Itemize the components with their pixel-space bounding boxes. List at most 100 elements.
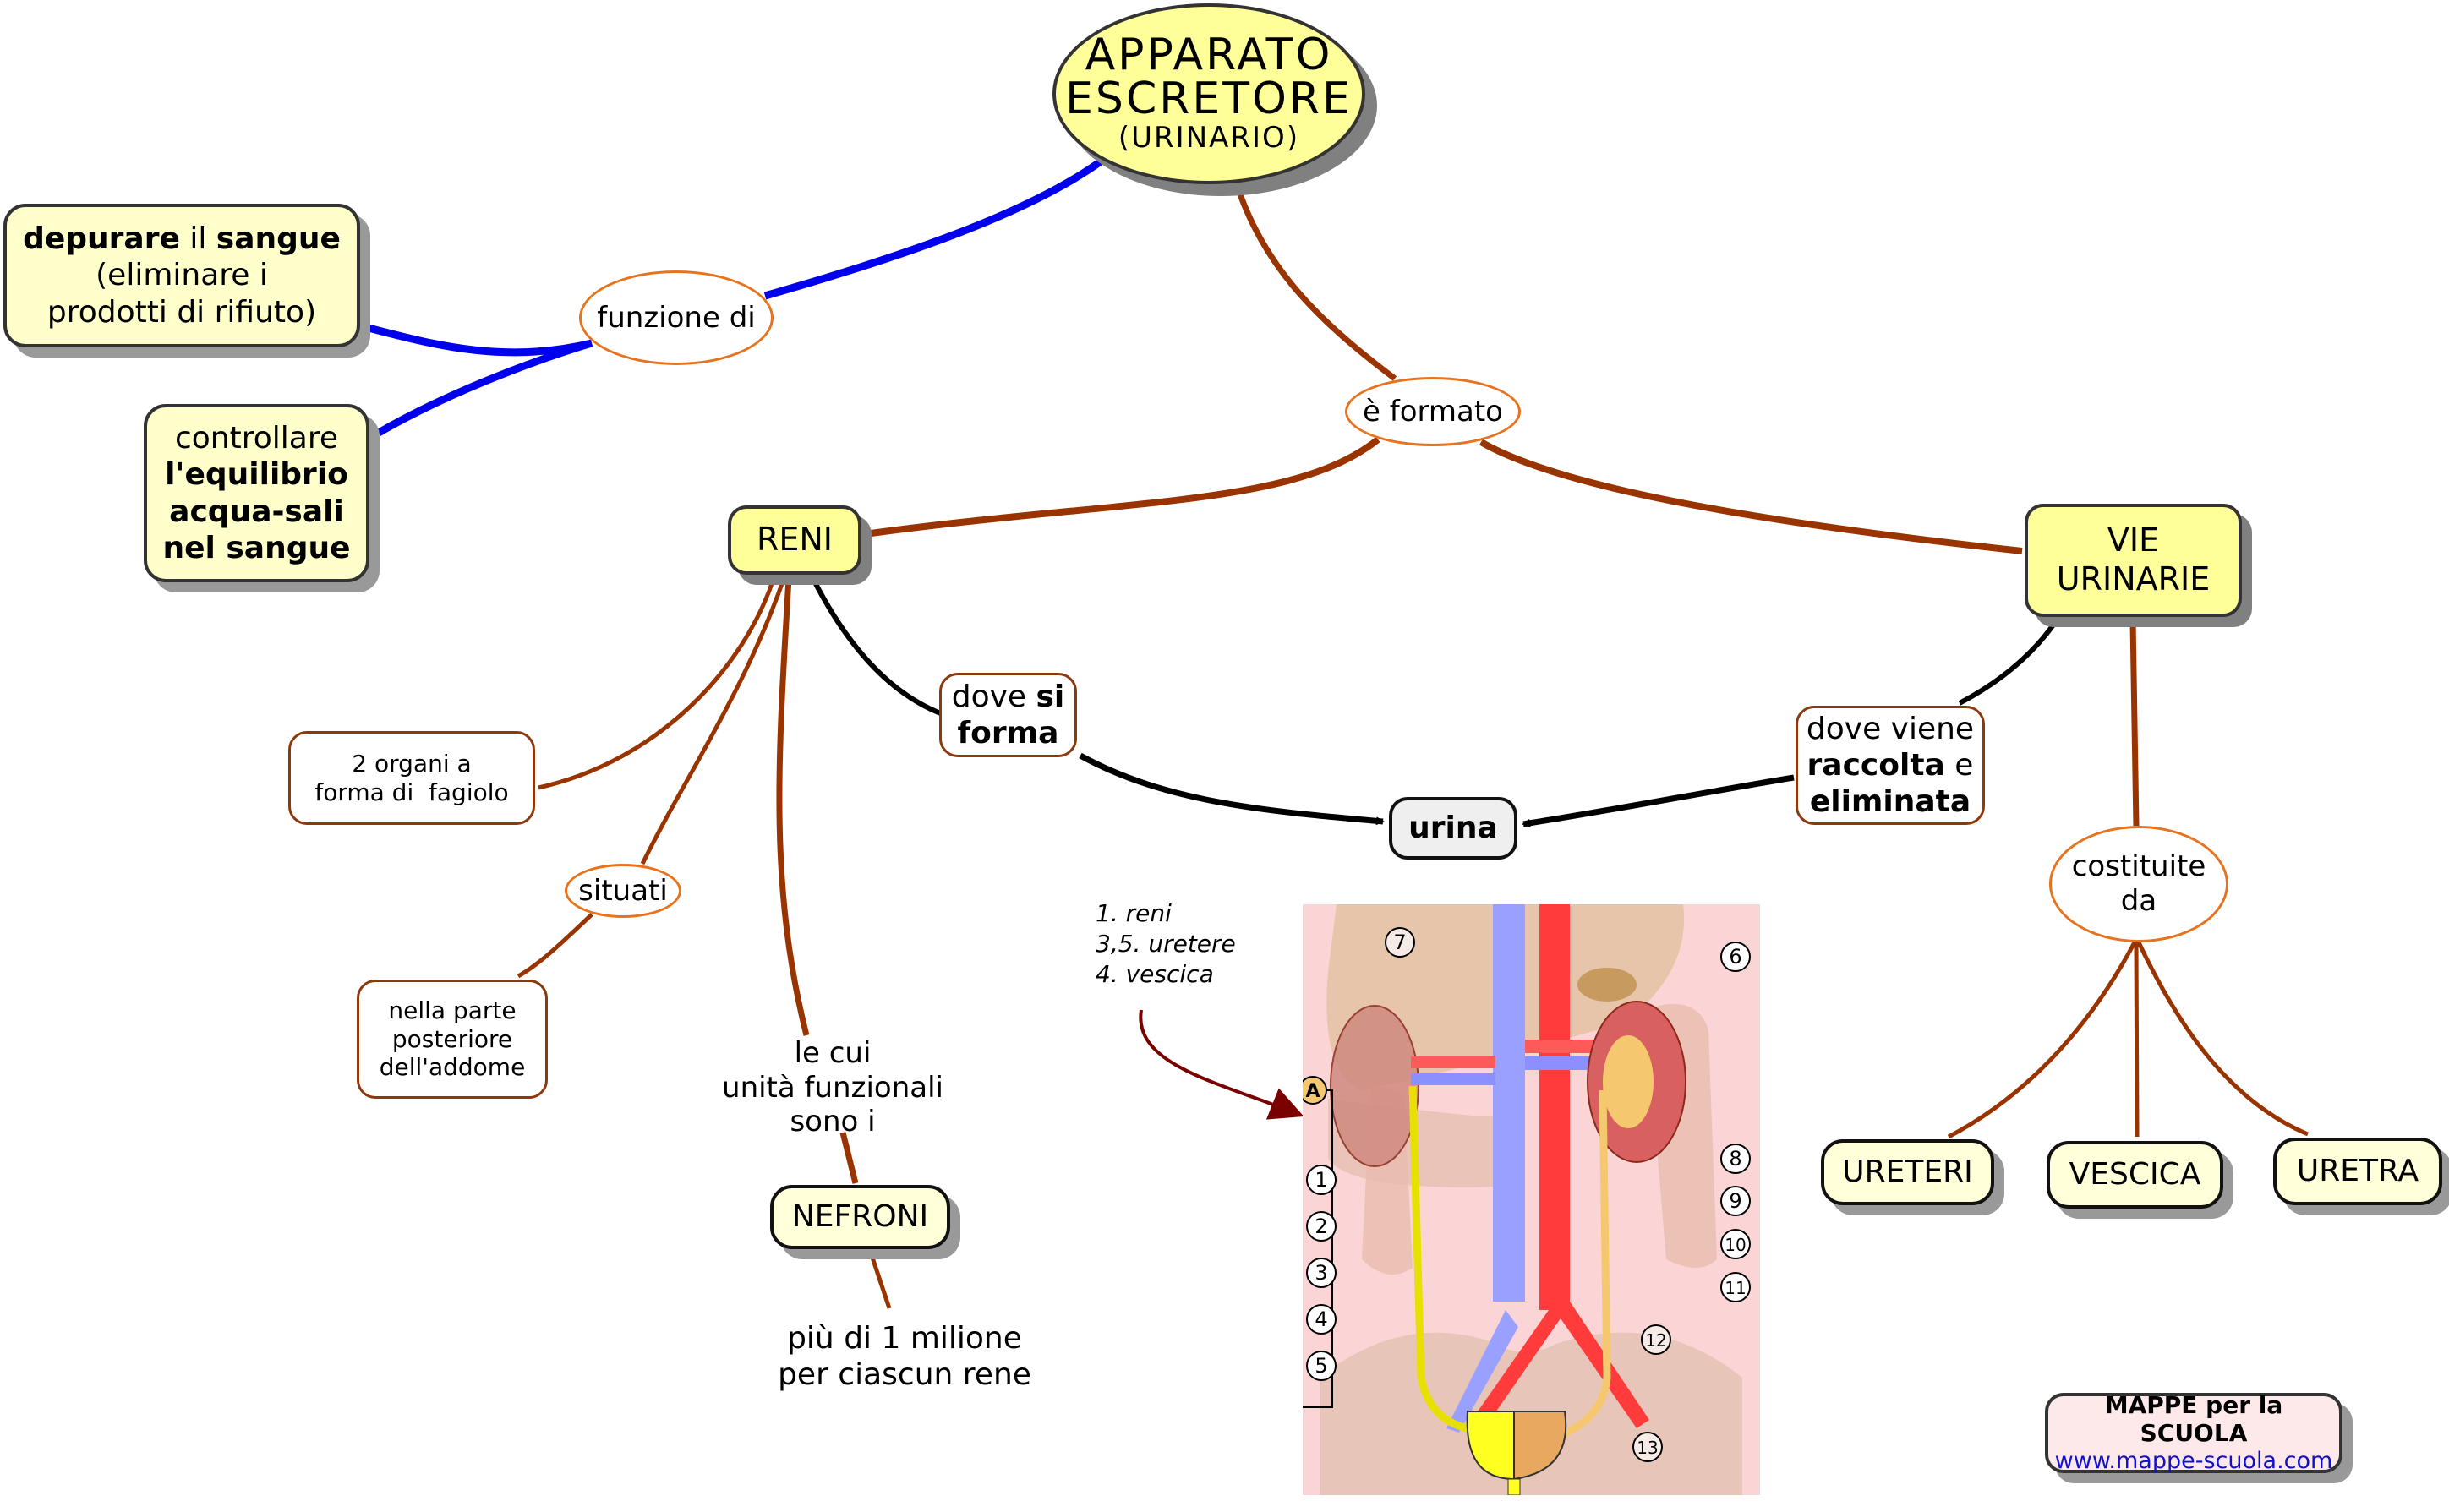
legend-line-2: 3,5. uretere [1096,929,1236,958]
label-badge-5: 5 [1306,1351,1337,1381]
link-costituite-ureteri [1947,941,2137,1139]
link-nefroni-piu [868,1252,892,1309]
main-title-node[interactable]: APPARATO ESCRETORE (URINARIO) [1052,3,1365,184]
vie-line-1: VIE [2107,521,2160,559]
link-title-eformato [1237,193,1397,381]
link-situati-nella [517,913,593,979]
title-line-2: ESCRETORE [1065,73,1353,124]
sangue-bold: sangue [216,221,341,257]
legend-line-3: 4. vescica [1096,959,1214,988]
svg-text:10: 10 [1725,1235,1746,1255]
node-uretra[interactable]: URETRA [2273,1138,2442,1205]
link-costituite-vescica [2134,942,2140,1138]
link-eformato-reni [864,436,1380,538]
group-badge [1303,1076,1327,1105]
legend-arrow [1139,1009,1304,1120]
link-funzione-depurare [367,324,593,357]
label-badge-1: 1 [1306,1165,1337,1195]
node-urina[interactable]: urina [1389,797,1517,860]
link-title-funzione [763,158,1103,300]
ureteri-text: URETERI [1842,1154,1973,1190]
group-badge-label: A [1305,1081,1320,1102]
node-depurare[interactable]: depurare il sangue (eliminare i prodotti… [3,204,360,347]
urina-text: urina [1408,811,1498,846]
right-ureter [1555,1089,1611,1441]
node-nefroni[interactable]: NEFRONI [770,1185,950,1249]
title-line-3: (URINARIO) [1118,120,1300,155]
link-label-situati[interactable]: situati [565,864,681,918]
eliminata-text: eliminata [1809,784,1971,820]
brand-box[interactable]: MAPPE per la SCUOLA www.mappe-scuola.com [2045,1391,2342,1474]
piu-line-2: per ciascun rene [778,1357,1031,1392]
label-badge-9: 9 [1720,1186,1751,1216]
link-lecui-nefroni [839,1132,859,1184]
funzione-di-text: funzione di [597,300,756,335]
label-badge-4: 4 [1306,1304,1337,1335]
svg-text:3: 3 [1315,1261,1327,1285]
bladder-right [1513,1411,1567,1481]
node-reni[interactable]: RENI [728,505,861,575]
svg-text:4: 4 [1315,1307,1327,1331]
controllare-line-3: acqua-sali [169,494,344,529]
link-label-le-cui: le cui unità funzionali sono i [693,1033,972,1143]
organi-line-1: 2 organi a [352,749,472,778]
depurare-line-2: (eliminare i [96,258,268,293]
illustration-legend: 1. reni 3,5. uretere 4. vescica [1096,898,1236,989]
right-renal-artery [1525,1040,1601,1053]
lecui-line-1: le cui [794,1035,872,1070]
reni-text: RENI [756,521,834,559]
depurare-line-3: prodotti di rifiuto) [46,294,317,330]
right-renal-pelvis [1603,1035,1654,1128]
node-vie-urinarie[interactable]: VIE URINARIE [2025,504,2242,617]
node-organi-fagiolo[interactable]: 2 organi a forma di fagiolo [288,731,535,825]
link-costituite-uretra [2136,941,2309,1137]
vie-line-2: URINARIE [2056,560,2211,598]
depurare-line-1: depurare il sangue [23,221,341,257]
link-reni-organi [538,578,776,790]
svg-text:2: 2 [1315,1215,1327,1238]
vena-cava [1493,904,1525,1302]
svg-text:6: 6 [1729,945,1741,969]
link-funzione-controllare [376,339,593,436]
e-formato-text: è formato [1363,394,1503,428]
label-badge-2: 2 [1306,1211,1337,1242]
link-label-dove-si-forma[interactable]: dove si forma [939,673,1077,757]
left-ureter [1408,1085,1469,1433]
organi-line-2: forma di fagiolo [314,778,509,806]
node-ureteri[interactable]: URETERI [1821,1139,1994,1205]
lecui-line-2: unità funzionali [722,1070,943,1105]
link-reni-doveSiForma [811,577,944,717]
label-badge-11: 11 [1720,1272,1751,1302]
svg-text:5: 5 [1315,1354,1327,1378]
depurare-bold: depurare [23,221,180,257]
node-nella-parte[interactable]: nella parte posteriore dell'addome [357,980,548,1099]
svg-text:1: 1 [1315,1168,1327,1192]
link-label-costituite-da[interactable]: costituite da [2049,826,2228,942]
vescica-text: VESCICA [2069,1157,2201,1193]
link-label-funzione-di[interactable]: funzione di [579,270,774,365]
region-badge-13: 13 [1632,1432,1663,1462]
left-renal-vein [1411,1073,1495,1085]
link-vie-costituite [2129,620,2140,827]
node-controllare[interactable]: controllare l'equilibrio acqua-sali nel … [144,404,369,582]
e-text: e [1944,747,1974,783]
situati-text: situati [578,873,668,908]
node-vescica[interactable]: VESCICA [2047,1141,2223,1209]
link-reni-situati [640,578,786,865]
svg-text:13: 13 [1637,1438,1658,1458]
link-doveViene-urina [1522,774,1795,827]
raccolta-text: raccolta [1807,747,1945,783]
brand-url-link[interactable]: www.mappe-scuola.com [2054,1447,2333,1474]
label-badge-10: 10 [1720,1229,1751,1259]
adrenal-gland [1577,968,1637,1002]
nella-line-1: nella parte [388,996,517,1025]
nefroni-text: NEFRONI [791,1199,929,1235]
aorta [1539,904,1570,1310]
title-line-1: APPARATO [1085,29,1333,80]
nella-line-2: posteriore [391,1024,513,1053]
nella-line-3: dell'addome [379,1053,526,1082]
link-label-dove-viene[interactable]: dove viene raccolta e eliminata [1796,706,1985,825]
link-label-e-formato[interactable]: è formato [1345,377,1521,446]
